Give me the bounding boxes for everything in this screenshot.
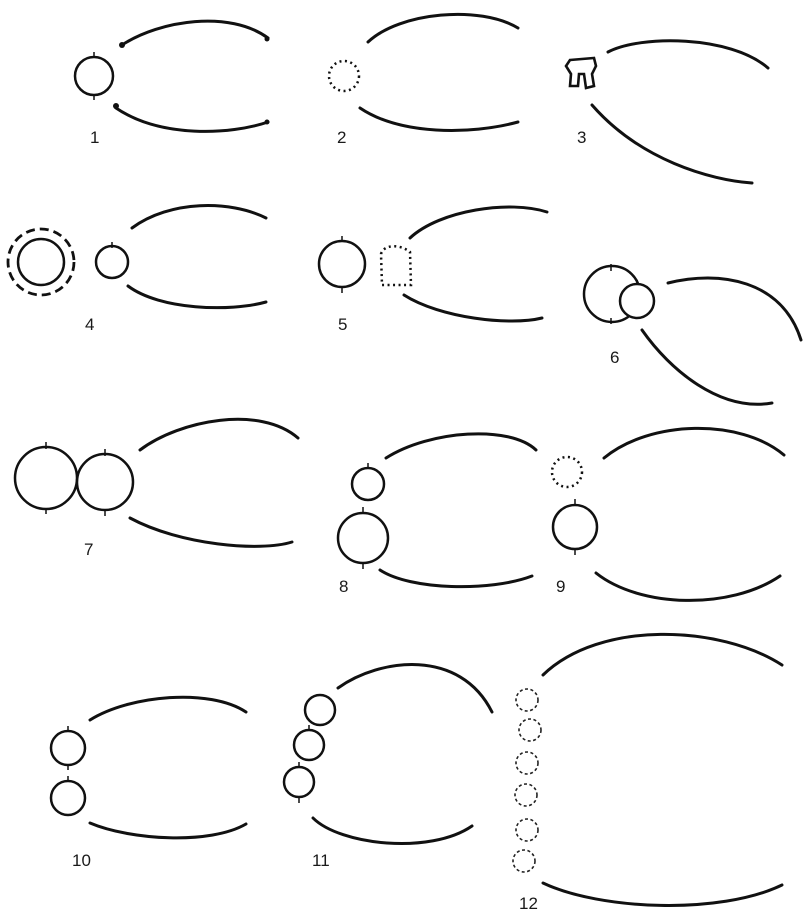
panel-7: 7: [13, 417, 300, 559]
panel-6: 6: [582, 264, 803, 406]
solid-circle-right: [75, 452, 135, 512]
panel-10: 10: [49, 695, 248, 870]
lower-arc: [114, 106, 270, 133]
upper-arc: [138, 417, 300, 452]
upper-arc: [541, 632, 784, 677]
panel-label: 10: [72, 851, 91, 870]
panel-5: 5: [317, 205, 549, 334]
panel-label: 8: [339, 577, 348, 596]
solid-circle-small: [94, 244, 130, 280]
solid-circle-small: [618, 282, 656, 320]
lower-arc: [402, 293, 544, 323]
lower-arc: [311, 816, 474, 846]
arc-endpoint: [264, 119, 270, 125]
lower-arc: [590, 103, 754, 185]
panel-label: 12: [519, 894, 538, 913]
upper-arc: [366, 12, 520, 44]
solid-circle-middle: [292, 728, 326, 762]
panel-3: 3: [564, 39, 770, 185]
lower-arc: [640, 328, 774, 406]
lower-arc: [594, 571, 782, 602]
solid-circle-small: [350, 466, 386, 502]
upper-arc: [88, 695, 248, 722]
lower-arc: [378, 568, 534, 589]
lower-arc: [88, 821, 248, 840]
panel-11: 11: [282, 663, 494, 870]
dashed-circle: [515, 751, 539, 775]
panel-label: 1: [90, 128, 99, 147]
lower-arc: [358, 106, 520, 132]
dashed-circle: [515, 688, 539, 712]
dotted-square: [379, 245, 413, 287]
solid-circle-upper: [303, 693, 337, 727]
lower-arc: [541, 881, 784, 907]
panel-12: 12: [512, 632, 784, 913]
solid-circle-lower: [49, 779, 87, 817]
upper-arc: [666, 276, 803, 342]
upper-arc: [384, 432, 538, 460]
solid-circle: [551, 503, 599, 551]
panel-label: 9: [556, 577, 565, 596]
arc-endpoint: [119, 42, 125, 48]
lower-arc: [126, 284, 268, 310]
solid-circle: [73, 55, 115, 97]
panel-label: 6: [610, 348, 619, 367]
panel-1: 1: [73, 19, 270, 147]
dashed-circle: [518, 718, 542, 742]
upper-arc: [408, 205, 549, 240]
panel-4: 4: [6, 204, 268, 334]
arc-endpoint: [113, 103, 119, 109]
horseshoe-shape: [564, 56, 598, 90]
solid-circle: [317, 239, 367, 289]
solid-circle-lower: [282, 765, 316, 799]
dashed-circle: [512, 849, 536, 873]
upper-arc: [120, 19, 270, 47]
lower-arc: [128, 516, 294, 548]
panel-label: 5: [338, 315, 347, 334]
dashed-ring: [6, 227, 76, 297]
upper-arc: [606, 39, 770, 70]
upper-arc: [602, 426, 786, 460]
solid-circle-upper: [49, 729, 87, 767]
panel-label: 11: [312, 851, 330, 870]
panel-label: 3: [577, 128, 586, 147]
dotted-circle: [550, 455, 584, 489]
upper-arc: [336, 663, 494, 714]
panel-2: 2: [327, 12, 520, 147]
dashed-circle: [514, 783, 538, 807]
panel-label: 2: [337, 128, 346, 147]
upper-arc: [130, 204, 268, 230]
panel-8: 8: [336, 432, 538, 596]
dotted-circle: [327, 59, 361, 93]
dashed-circle: [515, 818, 539, 842]
solid-circle-large: [16, 237, 66, 287]
panel-label: 7: [84, 540, 93, 559]
solid-circle-large: [336, 511, 390, 565]
panel-9: 9: [550, 426, 786, 602]
panel-label: 4: [85, 315, 94, 334]
solid-circle-left: [13, 445, 79, 511]
arc-endpoint: [264, 36, 270, 42]
